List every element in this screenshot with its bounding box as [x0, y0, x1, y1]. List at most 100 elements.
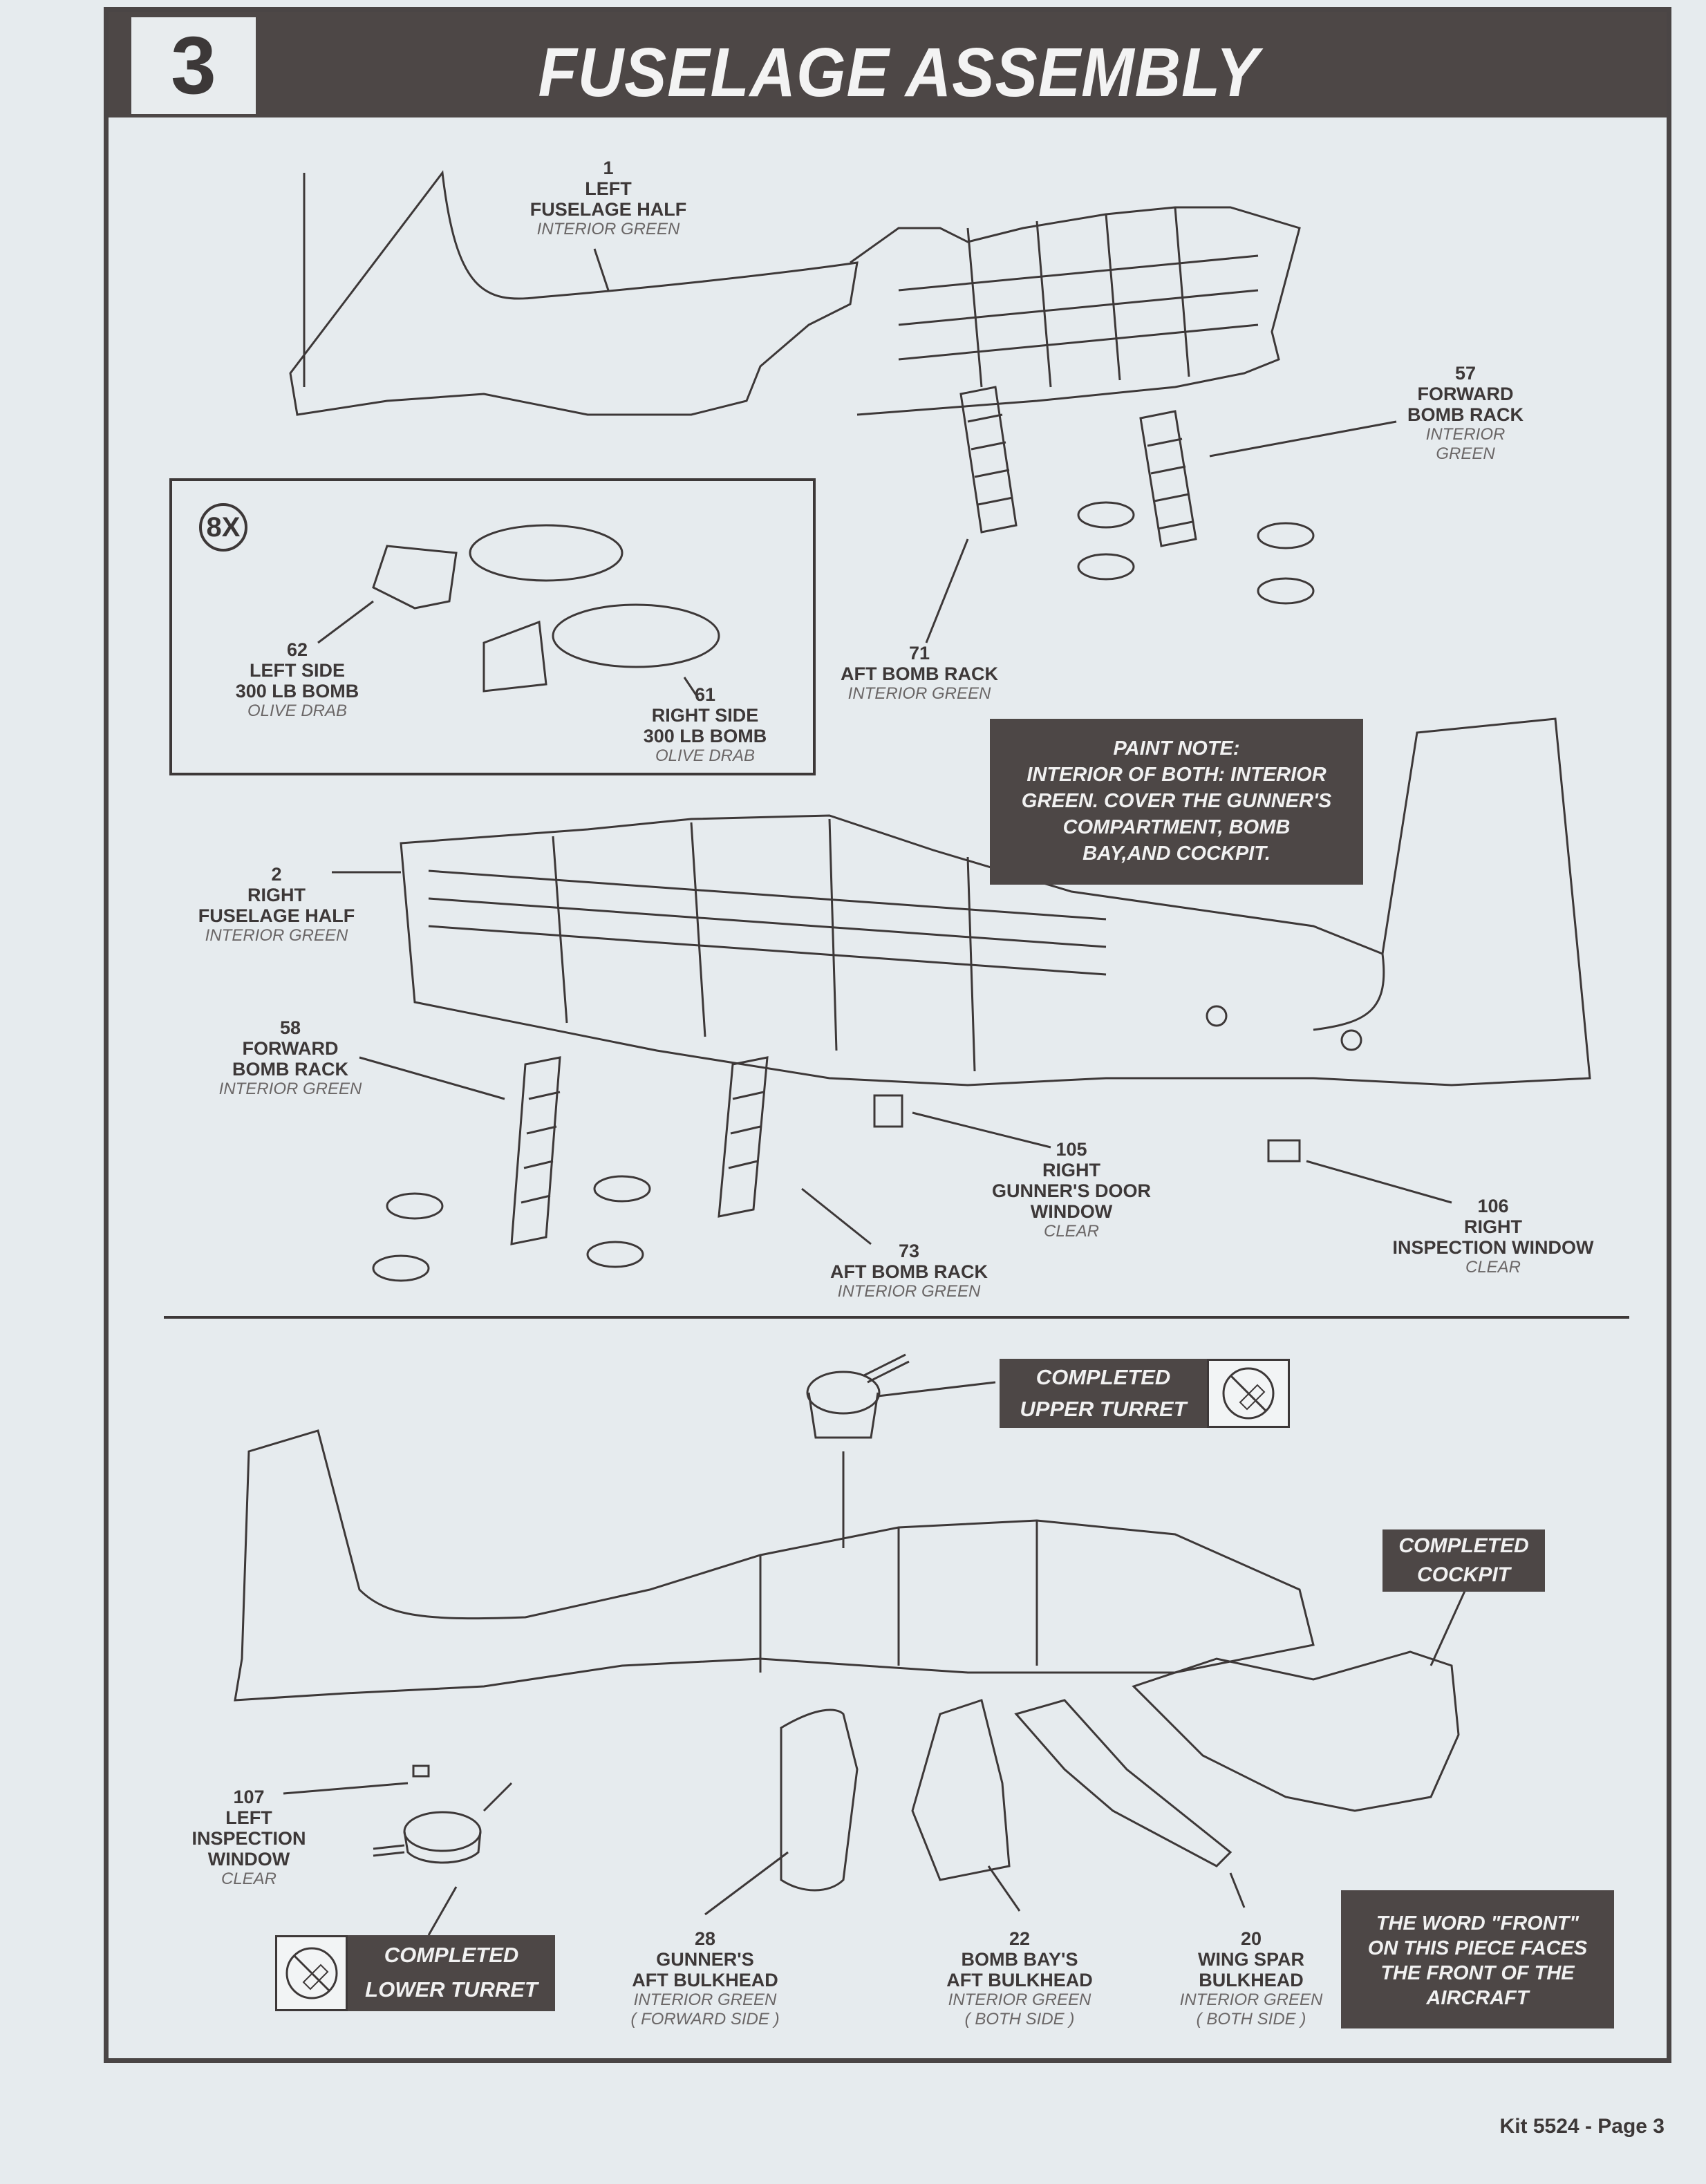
- paint-color: INTERIOR: [1425, 425, 1506, 444]
- paint-note-line: GREEN. COVER THE GUNNER'S: [1021, 790, 1332, 812]
- part-name-line: GUNNER'S DOOR: [992, 1180, 1151, 1201]
- step-header: [104, 7, 1671, 117]
- gunner-door-window-105-drawing: [873, 1094, 903, 1128]
- forward-bomb-rack-58-drawing: [510, 1056, 561, 1245]
- callout-line: COMPLETED: [1398, 1534, 1529, 1557]
- paint-color: OLIVE DRAB: [247, 702, 348, 720]
- part-label-71: 71 AFT BOMB RACK INTERIOR GREEN: [816, 643, 1023, 704]
- leader-line-20: [1229, 1872, 1246, 1908]
- leader-line-106: [1306, 1160, 1452, 1204]
- section-divider: [164, 1316, 1629, 1319]
- paint-note-line: BAY,AND COCKPIT.: [1082, 842, 1271, 865]
- note-line: AIRCRAFT: [1426, 1987, 1529, 2009]
- part-number: 22: [1009, 1928, 1031, 1949]
- part-name-line: RIGHT: [1464, 1216, 1522, 1237]
- page-title: FUSELAGE ASSEMBLY: [538, 34, 1259, 111]
- part-number: 105: [1056, 1139, 1087, 1160]
- part-name-line: INSPECTION: [191, 1828, 306, 1849]
- leader-line-22: [987, 1865, 1021, 1912]
- callout-line: COMPLETED: [1035, 1365, 1171, 1389]
- inspection-window-106-drawing: [1267, 1139, 1301, 1162]
- part-number: 61: [694, 684, 716, 705]
- leader-line-cockpit: [1430, 1589, 1467, 1666]
- wing-spar-bulkhead-20-drawing: [1014, 1699, 1232, 1867]
- part-number: 62: [286, 639, 308, 660]
- leader-line-57: [1209, 420, 1397, 458]
- completed-lower-turret-callout: COMPLETED LOWER TURRET: [348, 1935, 555, 2011]
- no-glue-icon: [1222, 1367, 1275, 1420]
- leader-line-107: [283, 1782, 409, 1795]
- part-label-106: 106 RIGHT INSPECTION WINDOW CLEAR: [1376, 1196, 1611, 1277]
- paint-note-line: PAINT NOTE:: [1113, 737, 1240, 760]
- paint-color: INTERIOR GREEN: [948, 1990, 1091, 2009]
- part-name-line: LEFT: [585, 178, 632, 199]
- left-inspection-window-107-drawing: [412, 1764, 430, 1778]
- part-name-line: WINDOW: [1030, 1201, 1113, 1222]
- leader-line-1: [593, 248, 610, 291]
- part-name-line: RIGHT: [247, 885, 306, 905]
- paint-color: INTERIOR GREEN: [837, 1282, 981, 1301]
- quantity-badge: 8X: [199, 503, 247, 552]
- part-name-line: AFT BOMB RACK: [830, 1261, 988, 1282]
- note-line: ON THIS PIECE FACES: [1367, 1937, 1588, 1959]
- callout-line: COMPLETED: [384, 1943, 519, 1967]
- aft-bomb-rack-73-drawing: [718, 1056, 769, 1218]
- left-fuselage-half-drawing: [289, 170, 1301, 416]
- part-number: 71: [908, 643, 930, 663]
- leader-line-73: [801, 1187, 872, 1245]
- part-label-22: 22 BOMB BAY'S AFT BULKHEAD INTERIOR GREE…: [933, 1928, 1106, 2029]
- part-number: 57: [1454, 363, 1477, 384]
- part-name-line: FUSELAGE HALF: [529, 199, 687, 220]
- part-name-line: BOMB BAY'S: [961, 1949, 1078, 1970]
- step-frame: [104, 7, 1671, 2063]
- callout-line: LOWER TURRET: [365, 1977, 538, 2002]
- part-label-28: 28 GUNNER'S AFT BULKHEAD INTERIOR GREEN …: [622, 1928, 788, 2029]
- paint-note-detail: ( BOTH SIDE ): [1196, 2010, 1306, 2028]
- bomb-inset-box: [169, 478, 816, 775]
- paint-color: INTERIOR GREEN: [536, 220, 680, 238]
- part-name-line: FORWARD: [1417, 384, 1514, 404]
- part-label-20: 20 WING SPAR BULKHEAD INTERIOR GREEN ( B…: [1168, 1928, 1334, 2029]
- leader-line-28: [704, 1851, 789, 1916]
- leader-line-71: [925, 538, 969, 643]
- part-name-line: BULKHEAD: [1199, 1970, 1304, 1990]
- note-line: THE FRONT OF THE: [1380, 1962, 1575, 1984]
- paint-color: OLIVE DRAB: [655, 746, 756, 765]
- part-name-line: RIGHT SIDE: [651, 705, 759, 726]
- part-name-line: BOMB RACK: [232, 1059, 348, 1080]
- part-name-line: 300 LB BOMB: [643, 726, 767, 746]
- note-line: THE WORD "FRONT": [1376, 1912, 1580, 1934]
- paint-color: GREEN: [1436, 444, 1495, 463]
- part-name-line: BOMB RACK: [1407, 404, 1524, 425]
- no-glue-lower-box: [275, 1935, 348, 2011]
- paint-note-detail: ( FORWARD SIDE ): [630, 2010, 780, 2028]
- inset-bomb-drawing: [317, 524, 720, 699]
- gunners-aft-bulkhead-28-drawing: [780, 1708, 859, 1892]
- part-label-58: 58 FORWARD BOMB RACK INTERIOR GREEN: [207, 1017, 373, 1099]
- page-footer: Kit 5524 - Page 3: [1499, 2115, 1665, 2138]
- part-name-line: 300 LB BOMB: [235, 681, 359, 702]
- aft-bomb-rack-71-drawing: [959, 386, 1018, 534]
- middle-bombs-drawing: [372, 1175, 651, 1282]
- paint-note: PAINT NOTE: INTERIOR OF BOTH: INTERIOR G…: [990, 719, 1363, 885]
- part-label-107: 107 LEFT INSPECTION WINDOW CLEAR: [173, 1787, 325, 1889]
- callout-line: COCKPIT: [1417, 1563, 1510, 1586]
- part-number: 28: [694, 1928, 716, 1949]
- part-number: 1: [603, 158, 614, 178]
- callout-line: UPPER TURRET: [1020, 1397, 1187, 1421]
- part-name-line: LEFT SIDE: [249, 660, 345, 681]
- paint-note-detail: ( BOTH SIDE ): [964, 2010, 1075, 2028]
- part-name-line: AFT BOMB RACK: [841, 663, 998, 684]
- part-name-line: WINDOW: [207, 1849, 290, 1870]
- paint-color: INTERIOR GREEN: [847, 684, 991, 703]
- paint-color: CLEAR: [1043, 1222, 1100, 1241]
- part-number: 20: [1240, 1928, 1262, 1949]
- paint-color: CLEAR: [1465, 1258, 1521, 1277]
- part-name-line: AFT BULKHEAD: [632, 1970, 778, 1990]
- top-bombs-drawing: [1077, 501, 1315, 605]
- right-fuselage-half-drawing: [400, 717, 1591, 1086]
- completed-upper-turret-callout: COMPLETED UPPER TURRET: [1000, 1359, 1207, 1428]
- part-number: 58: [279, 1017, 301, 1038]
- part-name-line: INSPECTION WINDOW: [1392, 1237, 1594, 1258]
- paint-color: INTERIOR GREEN: [218, 1080, 362, 1098]
